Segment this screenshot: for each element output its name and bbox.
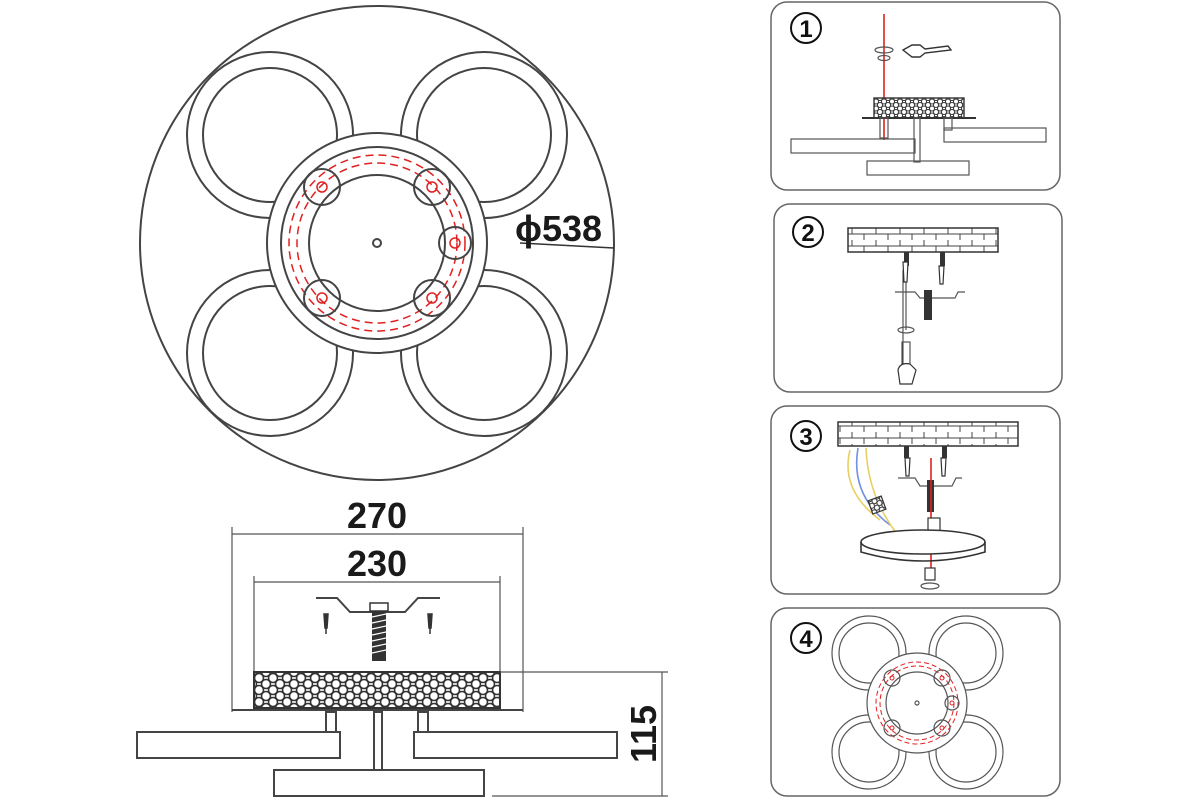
perforated-base xyxy=(253,671,501,709)
arm-right xyxy=(413,731,618,759)
step-1-number: 1 xyxy=(799,16,812,43)
screw xyxy=(372,611,386,661)
hand-icon xyxy=(897,363,917,385)
wrench-icon xyxy=(901,44,953,58)
arm-left xyxy=(136,731,341,759)
side-view: 270 230 115 xyxy=(136,495,668,797)
ceiling-brick xyxy=(847,227,999,253)
diameter-label: ϕ538 xyxy=(515,208,602,249)
step-2-number: 2 xyxy=(801,220,814,247)
wire-blue xyxy=(855,447,891,526)
anchor-plug xyxy=(902,261,909,283)
step-3-number: 3 xyxy=(799,424,812,451)
step-3-panel: 3 xyxy=(770,405,1061,595)
height-label: 115 xyxy=(623,705,664,763)
step-4-number: 4 xyxy=(799,626,813,653)
outer-width-label: 270 xyxy=(347,495,407,536)
step-4-panel: 4 xyxy=(770,607,1061,797)
top-view: ϕ538 xyxy=(139,5,615,481)
diameter-leader-line xyxy=(519,242,615,249)
inner-width-label: 230 xyxy=(347,543,407,584)
step-2-panel: 2 xyxy=(773,203,1063,393)
outer-diameter-circle xyxy=(139,5,615,481)
base-plate xyxy=(860,529,986,555)
assembled-lamp-preview xyxy=(831,615,1004,790)
arm-bottom xyxy=(273,769,485,797)
mounting-circle-dashed xyxy=(288,154,466,332)
bolt xyxy=(924,290,932,320)
center-hub xyxy=(266,132,488,354)
step-1-panel: 1 xyxy=(770,1,1061,191)
